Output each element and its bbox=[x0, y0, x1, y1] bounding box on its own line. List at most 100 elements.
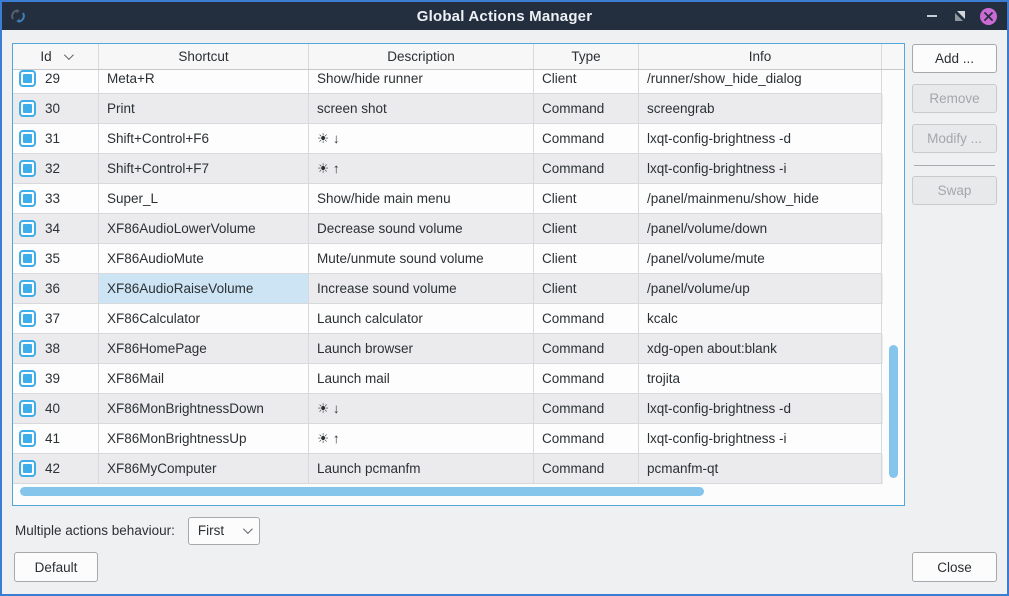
table-row[interactable]: 32 Shift+Control+F7 ☀ ↑ Command lxqt-con… bbox=[13, 154, 883, 184]
horizontal-scrollbar-thumb[interactable] bbox=[20, 487, 704, 496]
row-id-cell[interactable]: 37 bbox=[13, 304, 99, 334]
row-checkbox[interactable] bbox=[19, 190, 36, 207]
close-icon[interactable] bbox=[980, 7, 997, 25]
row-shortcut[interactable]: XF86Calculator bbox=[99, 304, 309, 334]
row-id-cell[interactable]: 35 bbox=[13, 244, 99, 274]
row-description[interactable]: Show/hide main menu bbox=[309, 184, 534, 214]
row-description[interactable]: Launch calculator bbox=[309, 304, 534, 334]
vertical-scrollbar-thumb[interactable] bbox=[889, 345, 898, 478]
row-info[interactable]: /panel/volume/mute bbox=[639, 244, 882, 274]
row-checkbox[interactable] bbox=[19, 430, 36, 447]
table-row[interactable]: 38 XF86HomePage Launch browser Command x… bbox=[13, 334, 883, 364]
row-info[interactable]: lxqt-config-brightness -i bbox=[639, 154, 882, 184]
table-row[interactable]: 39 XF86Mail Launch mail Command trojita bbox=[13, 364, 883, 394]
row-shortcut[interactable]: XF86Mail bbox=[99, 364, 309, 394]
row-info[interactable]: /runner/show_hide_dialog bbox=[639, 70, 882, 94]
column-header-description[interactable]: Description bbox=[309, 44, 534, 69]
table-row[interactable]: 36 XF86AudioRaiseVolume Increase sound v… bbox=[13, 274, 883, 304]
row-checkbox[interactable] bbox=[19, 250, 36, 267]
table-row[interactable]: 35 XF86AudioMute Mute/unmute sound volum… bbox=[13, 244, 883, 274]
row-id-cell[interactable]: 34 bbox=[13, 214, 99, 244]
row-checkbox[interactable] bbox=[19, 460, 36, 477]
row-type[interactable]: Command bbox=[534, 424, 639, 454]
row-shortcut[interactable]: Print bbox=[99, 94, 309, 124]
row-type[interactable]: Command bbox=[534, 154, 639, 184]
row-checkbox[interactable] bbox=[19, 220, 36, 237]
minimize-icon[interactable] bbox=[924, 8, 940, 24]
row-shortcut[interactable]: XF86MyComputer bbox=[99, 454, 309, 484]
add-button[interactable]: Add ... bbox=[912, 44, 997, 73]
row-id-cell[interactable]: 42 bbox=[13, 454, 99, 484]
row-info[interactable]: xdg-open about:blank bbox=[639, 334, 882, 364]
default-button[interactable]: Default bbox=[14, 552, 98, 582]
row-type[interactable]: Client bbox=[534, 184, 639, 214]
row-description[interactable]: ☀ ↑ bbox=[309, 154, 534, 184]
app-icon[interactable] bbox=[10, 7, 28, 25]
row-shortcut[interactable]: Shift+Control+F6 bbox=[99, 124, 309, 154]
row-description[interactable]: ☀ ↑ bbox=[309, 424, 534, 454]
swap-button[interactable]: Swap bbox=[912, 176, 997, 205]
row-checkbox[interactable] bbox=[19, 160, 36, 177]
row-description[interactable]: Decrease sound volume bbox=[309, 214, 534, 244]
row-checkbox[interactable] bbox=[19, 370, 36, 387]
row-checkbox[interactable] bbox=[19, 280, 36, 297]
row-id-cell[interactable]: 36 bbox=[13, 274, 99, 304]
row-checkbox[interactable] bbox=[19, 340, 36, 357]
row-id-cell[interactable]: 41 bbox=[13, 424, 99, 454]
row-shortcut[interactable]: XF86AudioMute bbox=[99, 244, 309, 274]
table-row[interactable]: 41 XF86MonBrightnessUp ☀ ↑ Command lxqt-… bbox=[13, 424, 883, 454]
row-checkbox[interactable] bbox=[19, 400, 36, 417]
titlebar[interactable]: Global Actions Manager bbox=[2, 2, 1007, 30]
maximize-icon[interactable] bbox=[952, 8, 968, 24]
column-header-shortcut[interactable]: Shortcut bbox=[99, 44, 309, 69]
table-row[interactable]: 33 Super_L Show/hide main menu Client /p… bbox=[13, 184, 883, 214]
row-info[interactable]: pcmanfm-qt bbox=[639, 454, 882, 484]
row-description[interactable]: ☀ ↓ bbox=[309, 124, 534, 154]
row-description[interactable]: ☀ ↓ bbox=[309, 394, 534, 424]
row-id-cell[interactable]: 38 bbox=[13, 334, 99, 364]
row-description[interactable]: Launch pcmanfm bbox=[309, 454, 534, 484]
row-type[interactable]: Command bbox=[534, 454, 639, 484]
row-id-cell[interactable]: 31 bbox=[13, 124, 99, 154]
row-checkbox[interactable] bbox=[19, 130, 36, 147]
row-description[interactable]: screen shot bbox=[309, 94, 534, 124]
row-info[interactable]: kcalc bbox=[639, 304, 882, 334]
row-type[interactable]: Command bbox=[534, 394, 639, 424]
column-header-info[interactable]: Info bbox=[639, 44, 882, 69]
close-dialog-button[interactable]: Close bbox=[912, 552, 997, 582]
row-info[interactable]: /panel/volume/down bbox=[639, 214, 882, 244]
row-checkbox[interactable] bbox=[19, 70, 36, 87]
row-id-cell[interactable]: 33 bbox=[13, 184, 99, 214]
row-description[interactable]: Show/hide runner bbox=[309, 70, 534, 94]
row-info[interactable]: lxqt-config-brightness -d bbox=[639, 124, 882, 154]
row-id-cell[interactable]: 30 bbox=[13, 94, 99, 124]
row-type[interactable]: Client bbox=[534, 244, 639, 274]
row-type[interactable]: Command bbox=[534, 304, 639, 334]
row-info[interactable]: trojita bbox=[639, 364, 882, 394]
row-type[interactable]: Command bbox=[534, 334, 639, 364]
row-type[interactable]: Command bbox=[534, 364, 639, 394]
table-row[interactable]: 42 XF86MyComputer Launch pcmanfm Command… bbox=[13, 454, 883, 484]
row-info[interactable]: screengrab bbox=[639, 94, 882, 124]
row-checkbox[interactable] bbox=[19, 310, 36, 327]
table-row[interactable]: 34 XF86AudioLowerVolume Decrease sound v… bbox=[13, 214, 883, 244]
table-row[interactable]: 29 Meta+R Show/hide runner Client /runne… bbox=[13, 70, 883, 94]
row-type[interactable]: Command bbox=[534, 94, 639, 124]
row-type[interactable]: Command bbox=[534, 124, 639, 154]
row-shortcut[interactable]: Meta+R bbox=[99, 70, 309, 94]
row-info[interactable]: /panel/mainmenu/show_hide bbox=[639, 184, 882, 214]
row-id-cell[interactable]: 29 bbox=[13, 70, 99, 94]
row-shortcut[interactable]: XF86AudioRaiseVolume bbox=[99, 274, 309, 304]
row-shortcut[interactable]: XF86MonBrightnessDown bbox=[99, 394, 309, 424]
behaviour-combobox[interactable]: First bbox=[187, 516, 260, 545]
row-description[interactable]: Mute/unmute sound volume bbox=[309, 244, 534, 274]
row-id-cell[interactable]: 39 bbox=[13, 364, 99, 394]
row-shortcut[interactable]: XF86HomePage bbox=[99, 334, 309, 364]
row-type[interactable]: Client bbox=[534, 70, 639, 94]
row-info[interactable]: /panel/volume/up bbox=[639, 274, 882, 304]
table-row[interactable]: 37 XF86Calculator Launch calculator Comm… bbox=[13, 304, 883, 334]
row-info[interactable]: lxqt-config-brightness -i bbox=[639, 424, 882, 454]
row-checkbox[interactable] bbox=[19, 100, 36, 117]
row-shortcut[interactable]: XF86MonBrightnessUp bbox=[99, 424, 309, 454]
row-description[interactable]: Launch browser bbox=[309, 334, 534, 364]
